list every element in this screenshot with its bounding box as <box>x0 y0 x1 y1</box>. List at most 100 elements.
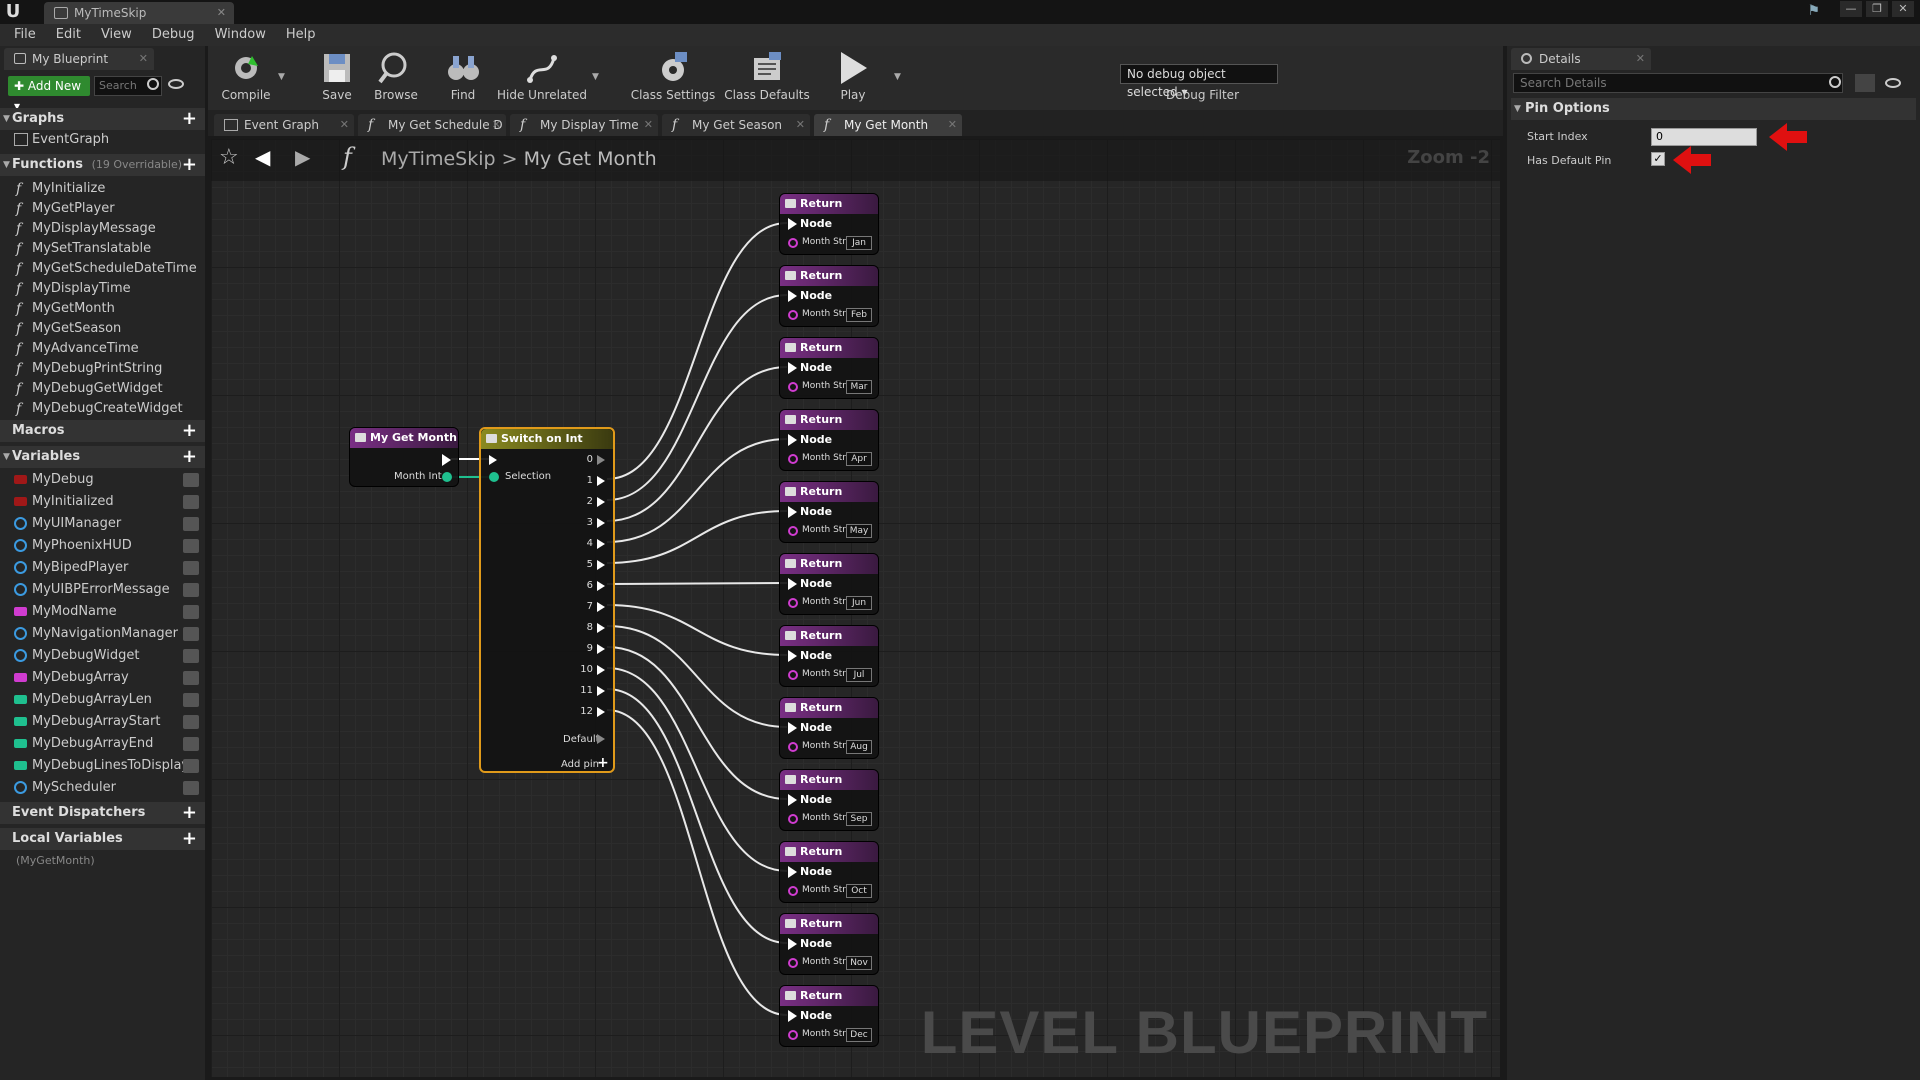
breadcrumb-root[interactable]: MyTimeSkip <box>381 148 496 170</box>
start-index-input[interactable]: 0 <box>1651 128 1757 146</box>
close-icon[interactable]: ✕ <box>339 118 349 131</box>
menu-view[interactable]: View <box>100 27 132 42</box>
menu-window[interactable]: Window <box>214 27 266 42</box>
switch-output-pin[interactable] <box>597 518 605 528</box>
variable-visibility-icon[interactable] <box>183 671 199 685</box>
month-str-pin[interactable] <box>788 742 798 752</box>
exec-input-pin[interactable] <box>788 938 797 950</box>
exec-input-pin[interactable] <box>788 434 797 446</box>
variable-visibility-icon[interactable] <box>183 473 199 487</box>
play-options-arrow[interactable]: ▼ <box>894 72 901 82</box>
add-local-variable-button[interactable]: + <box>181 828 197 849</box>
eye-icon[interactable] <box>1885 78 1901 88</box>
variable-item[interactable]: MyUIBPErrorMessage <box>0 580 205 600</box>
close-window-button[interactable]: ✕ <box>1892 1 1914 17</box>
exec-input-pin[interactable] <box>788 578 797 590</box>
variable-visibility-icon[interactable] <box>183 517 199 531</box>
switch-output-pin[interactable] <box>597 686 605 696</box>
variable-item[interactable]: MyDebugWidget <box>0 646 205 666</box>
variable-item[interactable]: MyDebugLinesToDisplay <box>0 756 205 776</box>
blueprint-search-input[interactable]: Search <box>94 76 162 96</box>
menu-help[interactable]: Help <box>285 27 316 42</box>
details-tab[interactable]: Details ✕ <box>1511 48 1651 70</box>
month-str-pin[interactable] <box>788 454 798 464</box>
month-str-value[interactable]: Mar <box>846 380 872 394</box>
switch-output-pin[interactable] <box>597 623 605 633</box>
month-str-value[interactable]: Oct <box>846 884 872 898</box>
exec-input-pin[interactable] <box>788 722 797 734</box>
compile-button[interactable]: Compile <box>216 50 276 102</box>
function-entry-node[interactable]: My Get Month Month Int <box>349 427 459 487</box>
has-default-pin-checkbox[interactable]: ✓ <box>1651 152 1665 166</box>
menu-file[interactable]: File <box>14 27 36 42</box>
source-control-icon[interactable]: ⚑ <box>1807 3 1820 19</box>
variable-visibility-icon[interactable] <box>183 495 199 509</box>
play-button[interactable]: Play <box>828 50 878 102</box>
month-str-pin[interactable] <box>788 958 798 968</box>
exec-input-pin[interactable] <box>788 362 797 374</box>
variable-visibility-icon[interactable] <box>183 693 199 707</box>
month-str-pin[interactable] <box>788 598 798 608</box>
graph-canvas[interactable]: ☆ ◀ ▶ f MyTimeSkip > My Get Month Zoom -… <box>211 139 1500 1077</box>
variable-visibility-icon[interactable] <box>183 605 199 619</box>
month-str-value[interactable]: May <box>846 524 872 538</box>
variable-visibility-icon[interactable] <box>183 627 199 641</box>
list-view-icon[interactable] <box>1855 74 1875 92</box>
variable-visibility-icon[interactable] <box>183 781 199 795</box>
add-event-dispatcher-button[interactable]: + <box>181 802 197 823</box>
add-variable-button[interactable]: + <box>181 446 197 467</box>
variable-visibility-icon[interactable] <box>183 539 199 553</box>
month-str-pin[interactable] <box>788 670 798 680</box>
variable-item[interactable]: MyPhoenixHUD <box>0 536 205 556</box>
switch-output-pin[interactable] <box>597 665 605 675</box>
close-icon[interactable]: ✕ <box>947 118 957 131</box>
exec-input-pin[interactable] <box>489 455 497 465</box>
graphs-section[interactable]: ▼ Graphs + <box>0 108 205 130</box>
add-graph-button[interactable]: + <box>181 108 197 129</box>
close-icon[interactable]: ✕ <box>138 52 148 65</box>
month-str-value[interactable]: Jan <box>846 236 872 250</box>
menu-debug[interactable]: Debug <box>151 27 195 42</box>
switch-output-pin[interactable] <box>597 455 605 465</box>
switch-output-pin[interactable] <box>597 476 605 486</box>
month-int-pin[interactable] <box>442 472 452 482</box>
switch-output-pin[interactable] <box>597 644 605 654</box>
selection-pin[interactable] <box>489 472 499 482</box>
hide-unrelated-options-arrow[interactable]: ▼ <box>592 72 599 82</box>
close-icon[interactable]: ✕ <box>795 118 805 131</box>
variable-item[interactable]: MyDebugArrayStart <box>0 712 205 732</box>
tab-event-graph[interactable]: Event Graph ✕ <box>214 114 354 136</box>
pin-options-section[interactable]: ▼ Pin Options <box>1511 98 1916 120</box>
tab-my-get-month[interactable]: f My Get Month ✕ <box>814 114 962 136</box>
exec-input-pin[interactable] <box>788 506 797 518</box>
variable-item[interactable]: MyScheduler <box>0 778 205 798</box>
variable-item[interactable]: MyBipedPlayer <box>0 558 205 578</box>
variable-item[interactable]: MyModName <box>0 602 205 622</box>
variable-visibility-icon[interactable] <box>183 561 199 575</box>
month-str-value[interactable]: Apr <box>846 452 872 466</box>
exec-input-pin[interactable] <box>788 218 797 230</box>
minimize-button[interactable]: — <box>1840 1 1862 17</box>
exec-output-pin[interactable] <box>442 454 451 466</box>
graph-item-eventgraph[interactable]: EventGraph <box>0 130 205 150</box>
add-pin-plus-icon[interactable]: + <box>597 755 609 771</box>
class-defaults-button[interactable]: Class Defaults <box>722 50 812 102</box>
month-str-value[interactable]: Aug <box>846 740 872 754</box>
exec-input-pin[interactable] <box>788 794 797 806</box>
month-str-pin[interactable] <box>788 886 798 896</box>
month-str-pin[interactable] <box>788 1030 798 1040</box>
maximize-button[interactable]: ❐ <box>1866 1 1888 17</box>
